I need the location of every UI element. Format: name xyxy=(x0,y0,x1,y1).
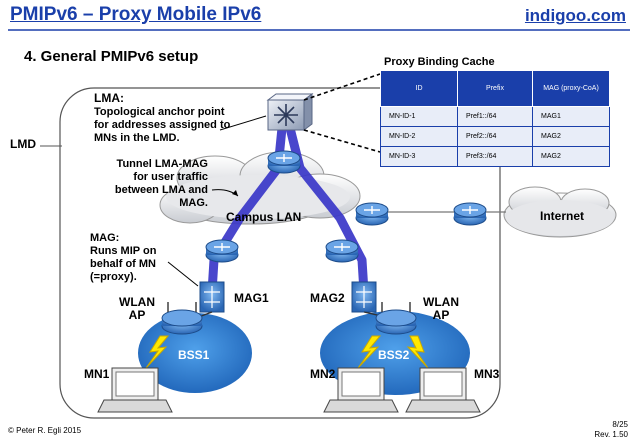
pbc-cell: Pref1::/64 xyxy=(457,106,533,127)
revision: Rev. 1.50 xyxy=(594,430,628,439)
pbc-cell: MAG1 xyxy=(532,106,610,127)
pbc-cell: Pref3::/64 xyxy=(457,146,533,167)
laptop-mn2 xyxy=(323,367,399,413)
mag-title: MAG: xyxy=(90,232,120,244)
mag-callout xyxy=(167,261,199,287)
laptop-mn1 xyxy=(97,367,173,413)
router-campus-edge xyxy=(355,202,389,226)
lma-router xyxy=(266,93,314,131)
bss1-label: BSS1 xyxy=(178,348,210,362)
lmd-label: LMD xyxy=(10,137,36,151)
wlan-ap-1-label: WLAN AP xyxy=(119,295,155,322)
page-title: PMIPv6 – Proxy Mobile IPv6 xyxy=(10,4,262,25)
wlan-ap-2-label: WLAN AP xyxy=(423,295,459,322)
section-title: 4. General PMIPv6 setup xyxy=(24,48,199,65)
mag2-switch xyxy=(351,281,377,313)
pbc-cell: MAG2 xyxy=(532,126,610,147)
pbc-col-id: ID xyxy=(380,70,458,107)
pbc-header-row: ID Prefix MAG (proxy-CoA) xyxy=(380,70,610,107)
tunnel-label: Tunnel LMA-MAG for user traffic between … xyxy=(114,158,208,209)
lma-title: LMA: xyxy=(94,91,124,105)
router-internet xyxy=(453,202,487,226)
page-info: 8/25 Rev. 1.50 xyxy=(594,420,628,440)
lma-callout xyxy=(219,115,267,131)
pbc-col-prefix: Prefix xyxy=(457,70,533,107)
router-campus-top xyxy=(267,150,301,174)
pbc-col-mag: MAG (proxy-CoA) xyxy=(532,70,610,107)
mag1-switch xyxy=(199,281,225,313)
wlan-ap-2 xyxy=(375,302,417,335)
brand-link[interactable]: indigoo.com xyxy=(524,6,626,25)
mn1-label: MN1 xyxy=(84,367,110,381)
pbc-cell: MN-ID-1 xyxy=(380,106,458,127)
internet-cloud xyxy=(503,186,617,238)
internet-label: Internet xyxy=(540,209,585,223)
wlan-ap-1 xyxy=(161,302,203,335)
laptop-mn3 xyxy=(405,367,481,413)
lightning-bss1 xyxy=(145,335,170,369)
table-row: MN-ID-2 Pref2::/64 MAG2 xyxy=(380,126,610,147)
router-campus-right xyxy=(325,239,359,263)
pbc-cell: MAG2 xyxy=(532,146,610,167)
mag-description: Runs MIP on behalf of MN (=proxy). xyxy=(90,245,157,283)
lmd-domain-outline xyxy=(59,87,501,419)
copyright: © Peter R. Egli 2015 xyxy=(8,426,82,435)
bss2-label: BSS2 xyxy=(378,348,410,362)
lightning-bss2-left xyxy=(357,335,382,369)
mag2-label: MAG2 xyxy=(310,291,345,305)
campus-lan-label: Campus LAN xyxy=(226,210,302,224)
bss1-area xyxy=(138,313,252,393)
page-number: 8/25 xyxy=(612,420,628,429)
pbc-cell: Pref2::/64 xyxy=(457,126,533,147)
lma-description: Topological anchor point for addresses a… xyxy=(94,106,231,144)
lightning-bss2-right xyxy=(406,335,429,369)
table-row: MN-ID-1 Pref1::/64 MAG1 xyxy=(380,106,610,127)
pbc-cell: MN-ID-3 xyxy=(380,146,458,167)
pbc-cell: MN-ID-2 xyxy=(380,126,458,147)
pbc-title: Proxy Binding Cache xyxy=(384,56,495,68)
table-row: MN-ID-3 Pref3::/64 MAG2 xyxy=(380,146,610,167)
router-campus-left xyxy=(205,239,239,263)
mn2-label: MN2 xyxy=(310,367,336,381)
mn3-label: MN3 xyxy=(474,367,500,381)
mag1-label: MAG1 xyxy=(234,291,269,305)
proxy-binding-cache-table: ID Prefix MAG (proxy-CoA) MN-ID-1 Pref1:… xyxy=(380,70,610,167)
